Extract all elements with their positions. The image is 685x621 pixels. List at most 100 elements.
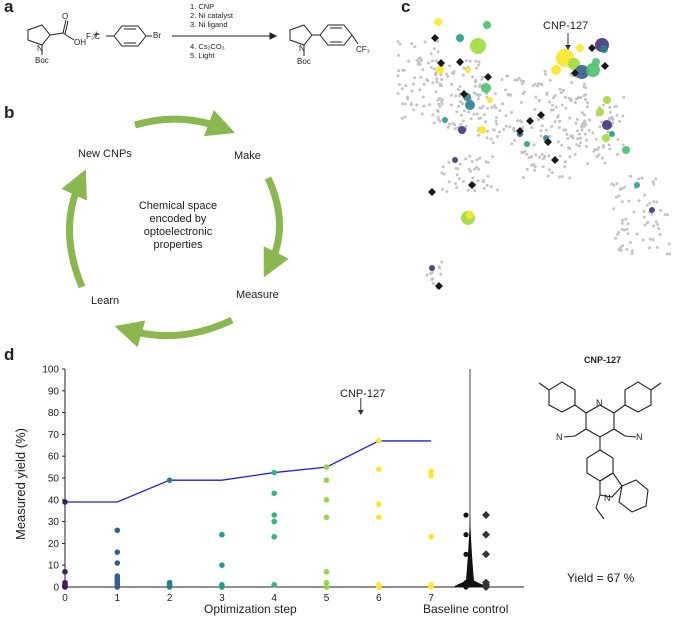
map-point [486,129,489,133]
y-tick-label: 60 [48,452,60,463]
map-point [438,119,442,123]
map-point [495,122,499,126]
map-point [546,174,550,178]
cycle-node-learn: Learn [91,295,120,307]
map-point [396,91,400,95]
map-point [560,103,564,107]
map-point [640,176,644,180]
map-point [457,88,460,92]
map-point [468,154,472,158]
map-point [550,125,554,128]
map-baseline-point [571,69,579,77]
map-point [540,153,544,156]
map-point [494,106,498,110]
map-point [472,112,476,116]
map-point [543,154,547,158]
x-tick-label: 6 [376,593,382,604]
y-tick-label: 50 [48,474,60,485]
map-point [554,105,558,109]
map-point [436,110,440,113]
map-point [505,74,509,78]
data-point [62,499,68,505]
y-tick-label: 90 [48,386,60,397]
map-point [648,201,652,205]
map-point [470,160,474,164]
data-point [323,579,330,586]
map-point [537,118,541,122]
map-point [577,144,581,148]
map-point [441,187,444,191]
map-point [462,180,465,183]
map-point [432,47,436,51]
map-point [652,200,656,204]
map-point [438,105,442,108]
map-point [648,246,652,250]
data-point [166,584,173,590]
map-point [614,236,618,240]
map-point [545,128,548,132]
map-point [426,61,430,65]
map-point [398,42,402,46]
map-point [410,42,414,46]
map-point [655,245,659,249]
map-point [598,125,602,129]
map-point [612,183,616,187]
map-point [585,105,589,109]
data-point [323,497,330,503]
x-tick-label: 5 [324,593,330,604]
map-colored-point [649,207,655,213]
map-point [595,155,599,159]
map-point [521,126,525,130]
map-point [513,78,517,82]
data-point [166,477,173,483]
map-point [577,132,581,136]
map-point [563,160,567,164]
map-point [583,113,586,117]
map-point [584,93,588,97]
map-point [557,175,561,179]
map-point [547,168,551,172]
data-point [376,514,382,521]
map-point [630,249,634,253]
map-point [406,97,410,101]
map-point [447,161,451,164]
map-point [621,244,625,248]
map-point [445,190,449,193]
map-point [545,91,549,95]
map-colored-point [483,21,491,29]
map-point [481,180,485,184]
map-point [520,150,524,154]
map-point [448,64,452,68]
map-point [477,167,481,171]
map-point [646,221,650,224]
map-point [404,84,408,88]
baseline-point [463,532,469,538]
map-point [663,213,667,216]
reactant1-boc: Boc [35,56,49,65]
map-point [475,112,479,116]
map-point [574,121,578,125]
map-colored-point [458,126,466,134]
structure-title: CNP-127 [584,355,622,365]
map-point [519,79,523,83]
cycle-node-measure: Measure [236,289,279,301]
map-colored-point [622,146,630,154]
map-point [628,241,632,245]
map-point [532,143,536,147]
map-point [570,81,574,85]
map-point [533,168,537,172]
x-tick-label: 3 [219,593,225,604]
map-colored-point [470,38,486,54]
map-point [582,85,586,89]
map-point [632,210,636,214]
map-point [618,187,622,191]
map-colored-point [551,65,561,75]
map-point [583,132,587,136]
map-point [480,77,484,81]
y-tick-label: 40 [48,495,60,506]
map-point [586,101,589,105]
map-point [490,105,494,109]
map-point [477,63,481,67]
map-point [400,116,404,120]
